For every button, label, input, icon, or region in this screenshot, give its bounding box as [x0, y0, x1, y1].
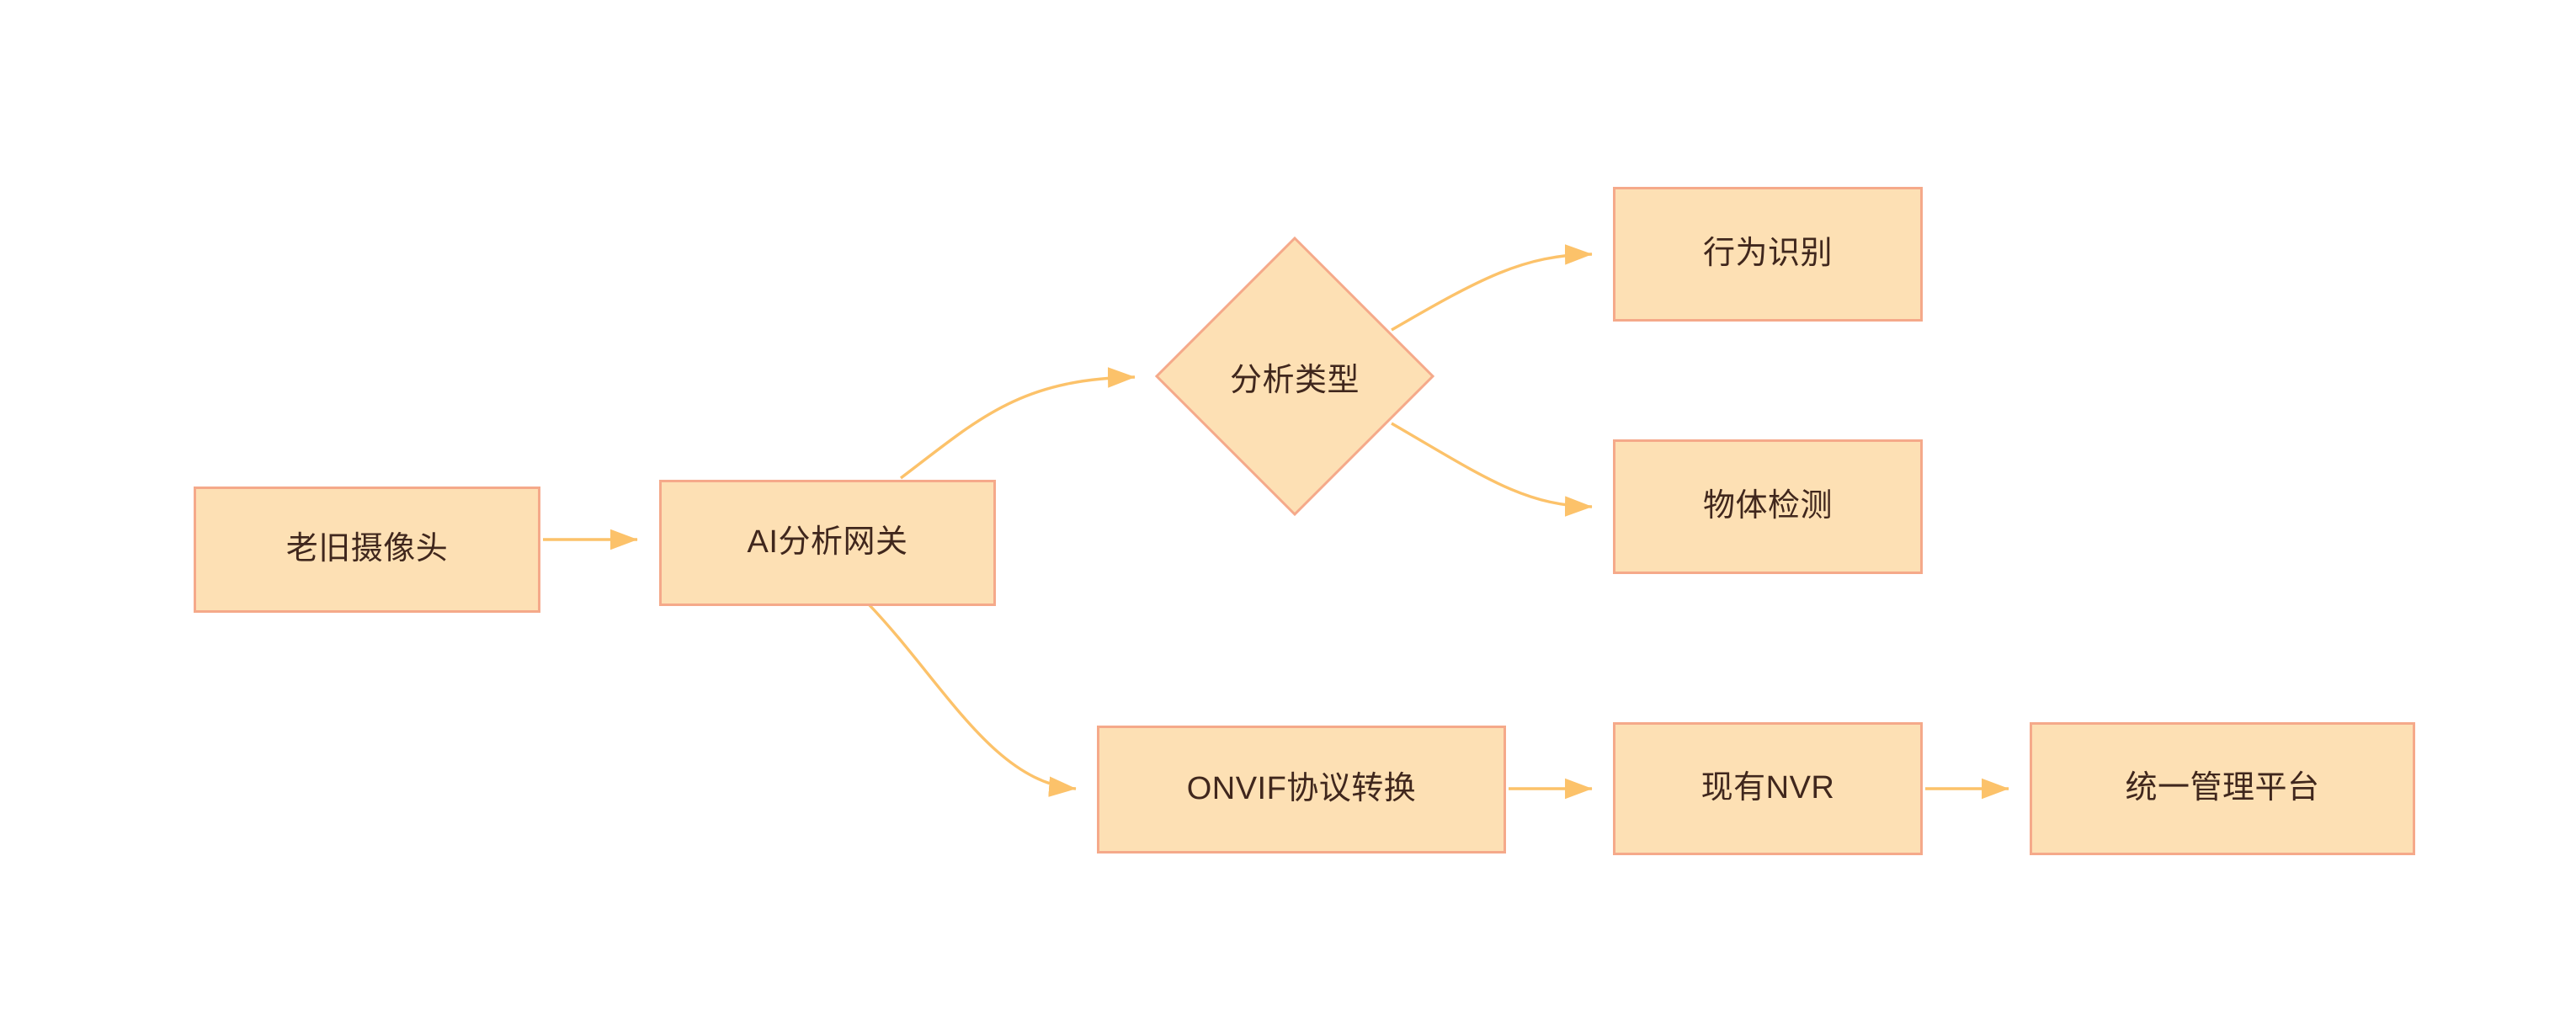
edge-gateway-to-onvif	[867, 603, 1077, 797]
edge-gateway-to-analysis	[899, 367, 1136, 480]
node-analysis-type-label: 分析类型	[1229, 362, 1360, 398]
node-existing-nvr-label: 现有NVR	[1700, 770, 1835, 806]
node-onvif-conversion-label: ONVIF协议转换	[1186, 771, 1417, 807]
node-object-detection[interactable]: 物体检测	[1613, 439, 1923, 574]
node-unified-platform-label: 统一管理平台	[2125, 770, 2320, 806]
node-camera[interactable]: 老旧摄像头	[194, 487, 540, 613]
node-onvif-conversion[interactable]: ONVIF协议转换	[1097, 726, 1506, 853]
node-unified-platform[interactable]: 统一管理平台	[2030, 722, 2415, 855]
node-behavior-recognition[interactable]: 行为识别	[1613, 187, 1923, 322]
node-ai-gateway[interactable]: AI分析网关	[659, 480, 996, 606]
node-camera-label: 老旧摄像头	[285, 531, 449, 567]
node-ai-gateway-label: AI分析网关	[747, 524, 908, 561]
node-existing-nvr[interactable]: 现有NVR	[1613, 722, 1923, 855]
edge-analysis-to-object	[1391, 422, 1593, 517]
node-analysis-type[interactable]: 分析类型	[1154, 236, 1435, 517]
node-object-detection-label: 物体检测	[1702, 488, 1833, 524]
node-behavior-recognition-label: 行为识别	[1702, 236, 1833, 272]
diamond-shape	[1154, 236, 1435, 517]
edge-analysis-to-behavior	[1391, 244, 1593, 332]
